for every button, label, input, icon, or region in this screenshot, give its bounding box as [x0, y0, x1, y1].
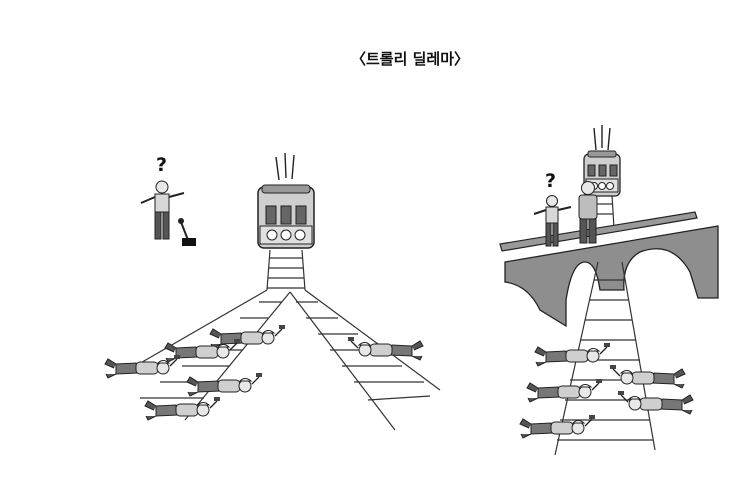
motion-lines: [593, 125, 611, 151]
worker-icon: [609, 364, 686, 389]
worker-icon: [186, 372, 263, 397]
bridge-icon: [504, 225, 719, 328]
left-scene: ?: [104, 152, 441, 431]
bystander-icon: ?: [140, 154, 185, 240]
worker-icon: [347, 336, 424, 361]
bystander-icon: ?: [533, 170, 572, 247]
lever-icon: [178, 218, 196, 246]
worker-icon: [144, 396, 221, 421]
motion-lines: [275, 152, 295, 181]
right-branch-track: [289, 289, 441, 431]
bystander-question-mark: ?: [156, 154, 167, 176]
worker-icon: [534, 342, 611, 367]
bystander-question-mark: ?: [545, 170, 556, 192]
diagram-title: 〈트롤리 딜레마〉: [350, 50, 470, 68]
main-track: [266, 249, 306, 291]
right-scene: ?: [499, 125, 719, 456]
worker-icon: [519, 414, 596, 439]
worker-icon: [617, 390, 694, 415]
worker-icon: [526, 378, 603, 403]
large-man-icon: [578, 181, 598, 244]
trolley-icon: [257, 184, 315, 249]
